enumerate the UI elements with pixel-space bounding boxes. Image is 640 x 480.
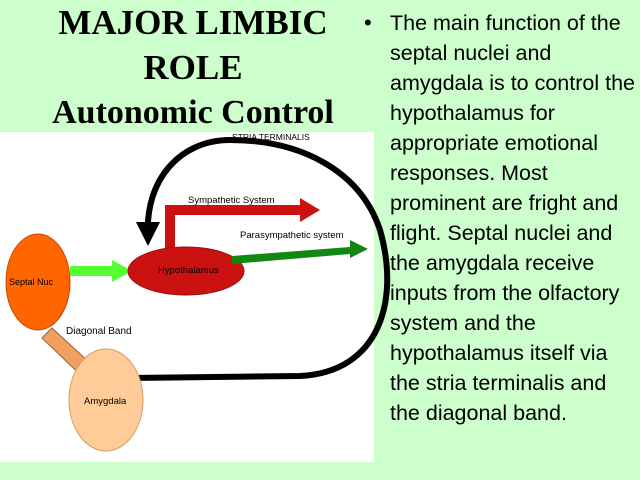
stria-terminalis-label: STRIA TERMINALIS [232,132,310,142]
hypothalamus-node [127,246,245,296]
sympathetic-label: Sympathetic System [188,195,275,206]
stria-arrowhead [136,222,160,246]
stria-terminalis-loop [129,136,391,381]
amygdala-node [68,348,144,452]
septal-label: Septal Nuc [9,277,54,287]
parasympathetic-arrow [232,240,368,264]
slide-title: MAJOR LIMBIC ROLE Autonomic Control [8,0,378,135]
title-line-1: MAJOR LIMBIC [58,3,328,42]
septal-to-hypothalamus-arrow [70,260,132,282]
amygdala-label: Amygdala [84,396,127,407]
bullet-marker: • [364,10,372,35]
title-line-3: Autonomic Control [52,94,334,131]
sympathetic-arrow [165,198,320,248]
bullet-text: The main function of the septal nuclei a… [390,11,635,425]
diagonal-band-label: Diagonal Band [66,326,132,337]
hypothalamus-label: Hypothalamus [158,265,219,276]
parasympathetic-label: Parasympathetic system [240,230,344,241]
title-line-2: ROLE [143,48,243,87]
septal-nucleus-node [5,233,71,331]
